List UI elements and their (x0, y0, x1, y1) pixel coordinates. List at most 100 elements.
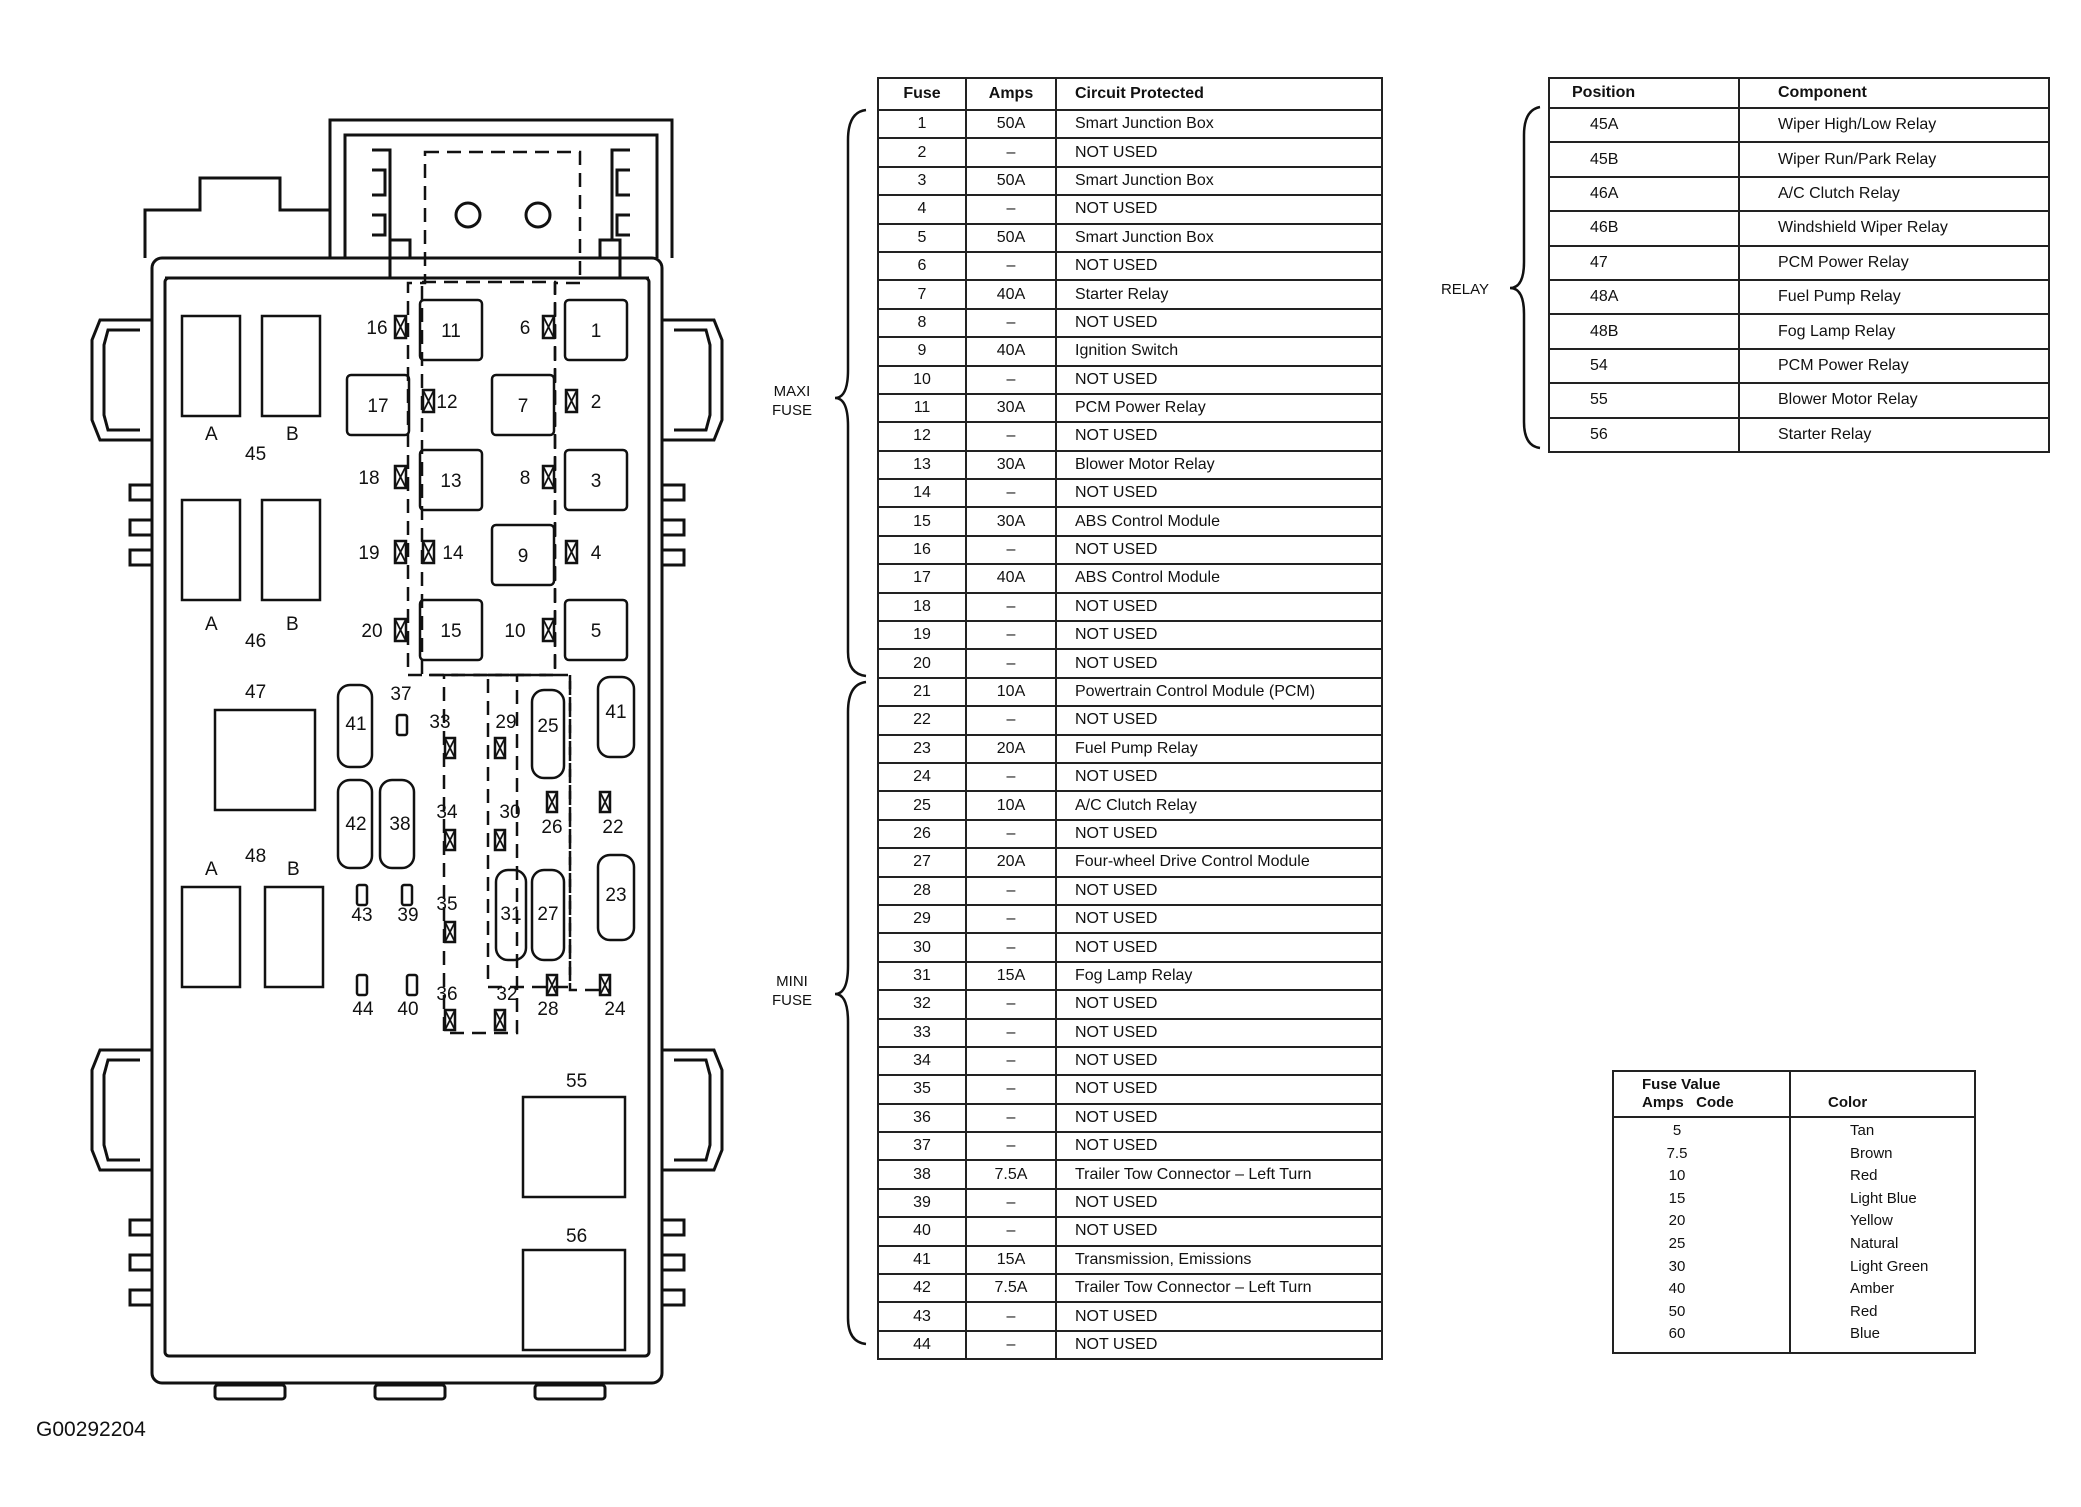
fuse-circuit: Four-wheel Drive Control Module (1055, 847, 1383, 878)
relay-brace (1509, 105, 1541, 450)
fuse-circuit: NOT USED (1055, 932, 1383, 963)
mini-fuse-30 (493, 828, 507, 852)
mini-fuse-35-mark (444, 921, 456, 943)
fuse-amp-value: 10 (1668, 1167, 1686, 1185)
fuse-amps: 50A (965, 222, 1057, 253)
fuse-amps: 30A (965, 506, 1057, 537)
relay-position: 56 (1548, 416, 1740, 453)
mini-fuse-label: 30 (499, 802, 520, 823)
maxi-fuse-label: 15 (440, 621, 461, 642)
maxi-fuse-label: 2 (591, 392, 602, 413)
fuse-number: 4 (877, 194, 967, 225)
color-header-amps-code: Amps Code (1642, 1094, 1734, 1111)
mini-fuse-label: 39 (397, 905, 418, 926)
fuse-amps: – (965, 534, 1057, 566)
maxi-fuse-10 (541, 617, 556, 643)
fuse-circuit: NOT USED (1055, 1301, 1383, 1332)
maxi-fuse-15 (418, 598, 484, 662)
fuse-color: Natural (1850, 1234, 1899, 1252)
fuse-amps: 40A (965, 279, 1057, 310)
fuse-amps: – (965, 903, 1057, 935)
fuse-number: 22 (877, 705, 967, 736)
maxi-fuse-8 (541, 464, 556, 490)
top-connector-housing (328, 118, 674, 258)
fuse-amps: – (965, 1216, 1057, 1247)
relay-48a (180, 885, 242, 989)
fuse-circuit: Trailer Tow Connector – Left Turn (1055, 1159, 1383, 1190)
fuse-number: 36 (877, 1102, 967, 1134)
relay-component: Windshield Wiper Relay (1738, 210, 2050, 247)
fuse-number: 37 (877, 1131, 967, 1162)
relay-46a (180, 498, 242, 602)
col-component: Component (1738, 77, 2050, 109)
fuse-number: 19 (877, 620, 967, 651)
fuse-circuit: Starter Relay (1055, 279, 1383, 310)
table-row: 28–NOT USED (877, 875, 1383, 906)
col-circuit: Circuit Protected (1055, 77, 1383, 111)
table-row: 20–NOT USED (877, 648, 1383, 679)
fuse-circuit: Transmission, Emissions (1055, 1244, 1383, 1276)
mini-fuse-38 (378, 778, 416, 870)
relay-48b (263, 885, 325, 989)
maxi-fuse-label: 18 (358, 468, 379, 489)
fuse-circuit: NOT USED (1055, 1131, 1383, 1162)
table-row: 43–NOT USED (877, 1301, 1383, 1332)
relay-position: 47 (1548, 244, 1740, 281)
mini-fuse-40 (405, 973, 419, 997)
table-row: 22–NOT USED (877, 705, 1383, 736)
maxi-fuse-18 (393, 464, 408, 490)
maxi-fuse-2 (564, 388, 579, 414)
mini-fuse-label: 35 (436, 894, 457, 915)
fuse-number: 33 (877, 1017, 967, 1048)
mini-fuse-24 (598, 973, 612, 997)
maxi-fuse-12 (421, 388, 436, 414)
fuse-circuit: Smart Junction Box (1055, 222, 1383, 253)
relay-position: 46A (1548, 175, 1740, 213)
fuse-amps: – (965, 1074, 1057, 1105)
mini-fuse-label: 37 (390, 684, 411, 705)
mini-fuse-29 (493, 736, 507, 760)
relay-45a (180, 314, 242, 418)
maxi-fuse-7 (490, 373, 556, 437)
fuse-number: 7 (877, 279, 967, 310)
maxi-fuse-label: 8 (520, 468, 531, 489)
fuse-number: 2 (877, 137, 967, 168)
fuse-number: 34 (877, 1045, 967, 1077)
fuse-number: 1 (877, 108, 967, 140)
table-row: 24–NOT USED (877, 761, 1383, 793)
maxi-fuse-20 (393, 617, 408, 643)
maxi-fuse-14 (421, 539, 436, 565)
fuse-number: 18 (877, 591, 967, 623)
mini-fuse-29-mark (494, 737, 506, 759)
fuse-amp-value: 15 (1668, 1189, 1686, 1207)
fuse-color: Tan (1850, 1122, 1875, 1139)
fuse-number: 35 (877, 1074, 967, 1105)
mini-fuse-label: 43 (351, 905, 372, 926)
fuse-number: 13 (877, 449, 967, 481)
mini-fuse-label: 44 (352, 999, 374, 1020)
fuse-number: 8 (877, 307, 967, 339)
fuse-number: 3 (877, 165, 967, 197)
fuse-circuit: Blower Motor Relay (1055, 449, 1383, 481)
fuse-amps: 40A (965, 563, 1057, 594)
fuse-circuit: Smart Junction Box (1055, 108, 1383, 140)
fuse-number: 25 (877, 790, 967, 821)
fuse-number: 23 (877, 733, 967, 764)
fuse-number: 11 (877, 392, 967, 424)
fuse-amp-value: 60 (1668, 1325, 1686, 1343)
maxi-fuse-12-mark (422, 389, 435, 413)
fuse-amps: – (965, 137, 1057, 168)
fuse-amp-value: 40 (1668, 1280, 1686, 1298)
relay-46a-label: A (205, 614, 218, 635)
